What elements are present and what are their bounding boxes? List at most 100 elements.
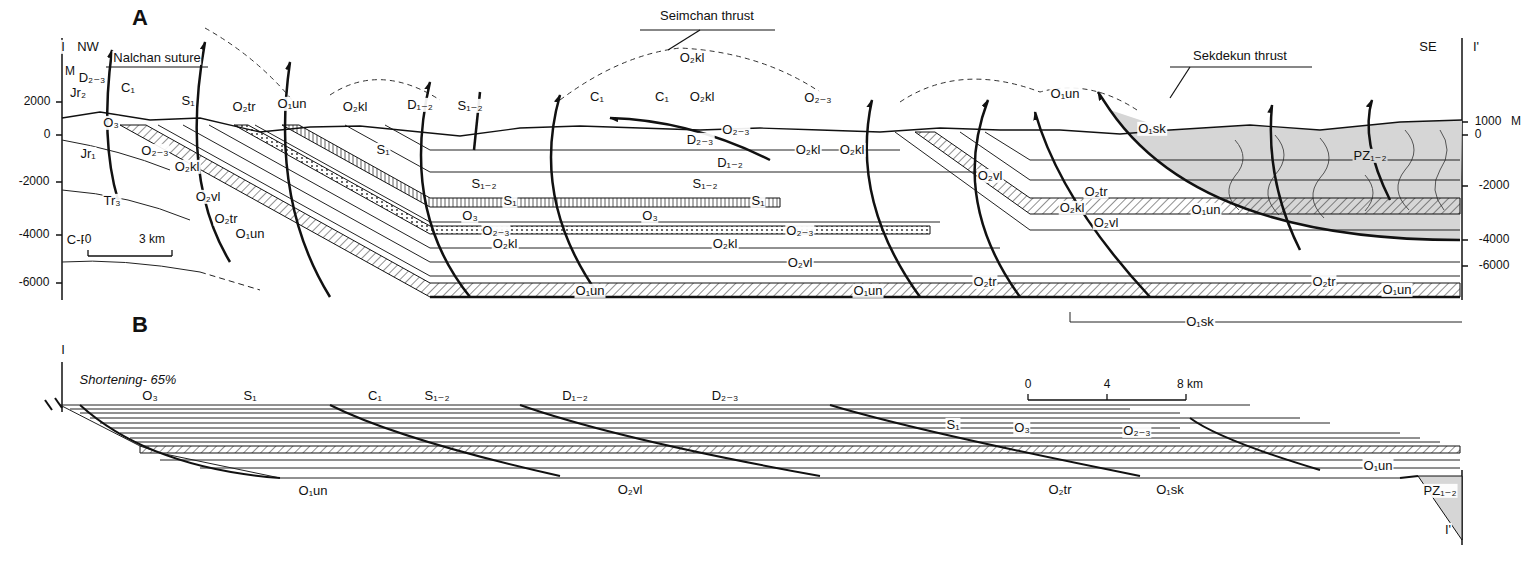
bedding-b [60,405,1460,478]
panel-letter: B [131,313,149,337]
axis-value: -6000 [18,276,51,289]
unit-label: O₂₋₃ [721,123,750,137]
unit-label: Tr₃ [102,194,121,208]
unit-label: O₂tr [231,100,256,114]
axis-value: 2000 [23,95,52,108]
unit-label: C₁ [589,90,605,104]
axis-value: -2000 [1478,179,1511,192]
unit-label: O₃ [102,116,119,130]
unit-label-axis: M [64,65,76,78]
unit-label: O₁un [235,227,266,241]
axes [56,38,1468,300]
structure-name: Seimchan thrust [659,9,755,23]
callout-lines [106,30,1312,98]
unit-label: O₁un [1363,459,1394,473]
unit-label: S₁ [945,418,960,432]
unit-label: C₁ [654,90,670,104]
unit-label: O₂kl [342,100,369,114]
thrust-faults [107,42,1460,297]
unit-label: O₁un [853,284,884,298]
bedding [62,125,1462,322]
unit-label: Jr₁ [79,147,96,161]
unit-label: O₁un [575,284,606,298]
s1-band [282,125,780,207]
axis-value: 0 [1474,128,1483,141]
unit-label: C₁ [367,389,383,403]
unit-label: O₂vl [977,169,1004,183]
section-end: I' [1472,40,1480,54]
unit-label: C₁ [120,81,136,95]
axes-b [62,362,1462,545]
unit-label: S₁ [502,194,517,208]
thrust-faults-b [45,398,1418,478]
panel-letter: A [131,6,149,30]
direction-label: NW [76,40,100,54]
pz-block-b [1418,476,1462,540]
unit-label: O₂kl [679,51,706,65]
unit-label: O₃ [461,209,478,223]
section-end: I [60,40,66,54]
section-end: I [60,343,66,357]
axis-value: -4000 [18,228,51,241]
unit-label: D₂₋₃ [711,389,740,403]
scale-bar-b [1028,394,1186,400]
unit-label: O₃ [141,389,158,403]
unit-label: O₂kl [712,237,739,251]
unit-label: O₁un [298,484,329,498]
unit-label: S₁ [242,389,257,403]
unit-label: PZ₁₋₂ [1423,484,1458,498]
scale-bar [88,250,172,256]
unit-label: D₁₋₂ [716,156,744,170]
unit-label: O₃ [641,209,658,223]
scale-value: 8 km [1176,378,1204,391]
unit-label: O₂kl [174,160,201,174]
structure-name: Sekdekun thrust [1192,49,1288,63]
unit-label: S₁₋₂ [471,177,498,191]
unit-label: O₂tr [972,275,997,289]
o1un-band [120,125,1460,297]
axis-value: 1000 [1474,115,1503,128]
axis-value: -4000 [1478,233,1511,246]
unit-label: D₂₋₃ [78,71,107,85]
section-end: I' [1444,523,1452,537]
unit-label: D₁₋₂ [406,98,434,112]
unit-label: O₁un [1191,203,1222,217]
unit-label: O₂tr [1083,185,1108,199]
axis-unit: M [1510,115,1522,128]
unit-label: O₂tr [1047,483,1072,497]
unit-label: O₂kl [689,90,716,104]
unit-label: O₁un [1382,283,1413,297]
scale-value: 0 [1024,378,1033,391]
unit-label: O₁sk [1155,483,1185,497]
unit-label: Jr₂ [69,86,87,100]
unit-label: D₂₋₃ [686,133,715,147]
unit-label: O₂vl [195,190,222,204]
unit-label: O₁sk [1185,315,1215,329]
unit-label: O₁un [1050,87,1081,101]
unit-label: O₁un [277,97,308,111]
unit-label: S₁₋₂ [457,99,484,113]
unit-label: S₁ [180,94,195,108]
unit-label: D₁₋₂ [561,389,589,403]
unit-label: S₁₋₂ [692,177,719,191]
unit-label: S₁ [750,194,765,208]
unit-label: O₂kl [795,143,822,157]
unit-label: S₁ [375,143,390,157]
unit-label: O₂₋₃ [803,91,832,105]
unit-label: O₂kl [492,237,519,251]
unit-label: O₂kl [839,143,866,157]
unit-label: O₁sk [1137,122,1167,136]
unit-label: O₂kl [1059,201,1086,215]
unit-label: O₂vl [617,483,644,497]
scale-value: 0 [84,233,93,246]
unit-label: O₂tr [213,212,238,226]
unit-label: O₃ [1013,421,1030,435]
unit-label: O₂vl [787,256,814,270]
unit-label: O₂₋₃ [140,144,169,158]
unit-label: S₁₋₂ [424,389,451,403]
scale-value: 4 [1103,378,1112,391]
unit-label: PZ₁₋₂ [1353,149,1388,163]
unit-label: O₂tr [1311,275,1336,289]
axis-value: 0 [43,128,52,141]
